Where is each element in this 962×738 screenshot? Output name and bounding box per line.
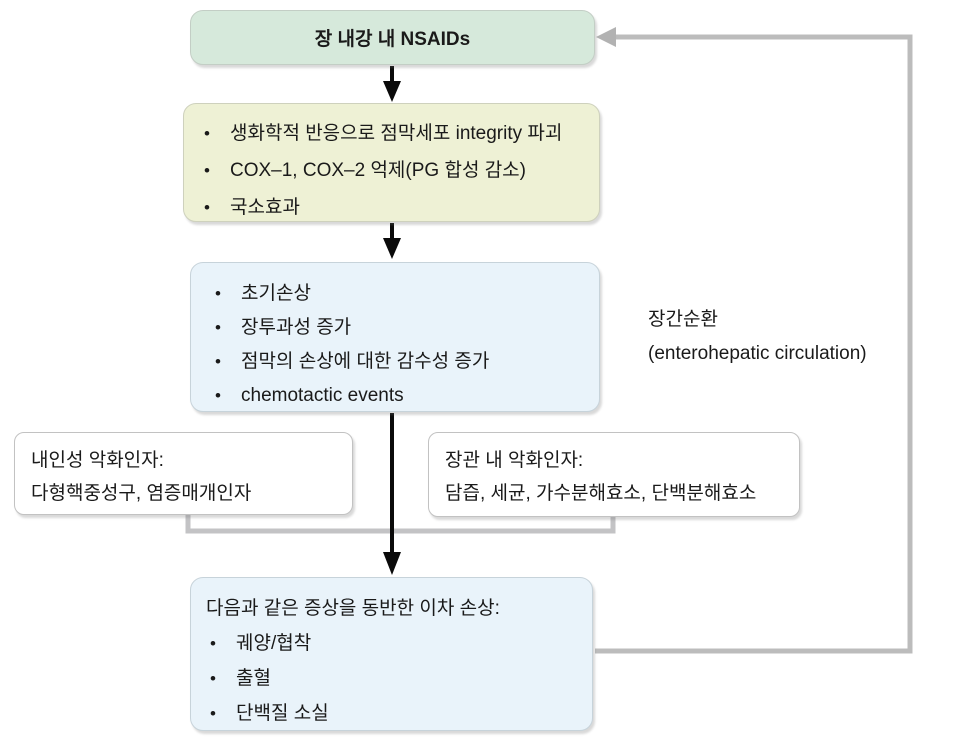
bullet-icon: • [210,704,216,723]
bullet-icon: • [215,318,221,337]
intrinsic-factors-box: 내인성 악화인자: 다형핵중성구, 염증매개인자 [14,432,353,515]
list-item: • 국소효과 [204,189,591,226]
list-item: • 단백질 소실 [206,696,584,731]
list-item-label: 생화학적 반응으로 점막세포 integrity 파괴 [230,123,563,144]
intrinsic-factors-items: 다형핵중성구, 염증매개인자 [31,483,252,504]
list-item-label: chemotactic events [241,385,404,406]
list-item-label: 궤양/협착 [236,633,312,654]
bullet-icon: • [210,634,216,653]
bullet-icon: • [210,669,216,688]
list-item-label: 출혈 [236,668,271,689]
mechanism-box: • 생화학적 반응으로 점막세포 integrity 파괴 • COX–1, C… [183,103,600,222]
list-item-label: 점막의 손상에 대한 감수성 증가 [241,351,490,372]
list-item-label: 국소효과 [230,197,300,218]
enterohepatic-label: 장간순환 (enterohepatic circulation) [648,303,867,371]
nsaids-lumen-box: 장 내강 내 NSAIDs [190,10,595,65]
list-item: • 출혈 [206,661,584,696]
bullet-icon: • [215,386,221,405]
arrowhead-mechanism-to-early-icon [383,238,401,259]
secondary-damage-title: 다음과 같은 증상을 동반한 이차 손상: [206,598,500,619]
list-item-label: COX–1, COX–2 억제(PG 합성 감소) [230,160,526,181]
factor-bracket-line [185,515,616,534]
list-item: • COX–1, COX–2 억제(PG 합성 감소) [204,152,591,189]
list-item: • 점막의 손상에 대한 감수성 증가 [215,345,591,379]
intraluminal-factors-box: 장관 내 악화인자: 담즙, 세균, 가수분해효소, 단백분해효소 [428,432,800,517]
early-damage-box: • 초기손상 • 장투과성 증가 • 점막의 손상에 대한 감수성 증가 • c… [190,262,600,412]
list-item: • 초기손상 [215,277,591,311]
bullet-icon: • [215,352,221,371]
list-item: • 장투과성 증가 [215,311,591,345]
bullet-icon: • [204,124,210,143]
bullet-icon: • [215,284,221,303]
enterohepatic-label-korean: 장간순환 [648,309,718,330]
arrowhead-early-to-secondary-icon [383,552,401,575]
list-item: • 궤양/협착 [206,626,584,661]
bullet-icon: • [204,198,210,217]
intraluminal-factors-title: 장관 내 악화인자: [445,450,584,471]
feedback-arrowhead-icon [596,27,616,47]
intrinsic-factors-title: 내인성 악화인자: [31,450,164,471]
list-item-label: 단백질 소실 [236,703,329,724]
enterohepatic-label-english: (enterohepatic circulation) [648,343,867,364]
nsaids-lumen-label: 장 내강 내 NSAIDs [314,29,471,50]
list-item-label: 초기손상 [241,283,311,304]
arrowhead-top-to-mechanism-icon [383,81,401,102]
bullet-icon: • [204,161,210,180]
intraluminal-factors-items: 담즙, 세균, 가수분해효소, 단백분해효소 [445,483,757,504]
list-item: • 생화학적 반응으로 점막세포 integrity 파괴 [204,115,591,152]
secondary-damage-box: 다음과 같은 증상을 동반한 이차 손상: • 궤양/협착 • 출혈 • 단백질… [190,577,593,731]
list-item: • chemotactic events [215,379,591,413]
list-item-label: 장투과성 증가 [241,317,352,338]
